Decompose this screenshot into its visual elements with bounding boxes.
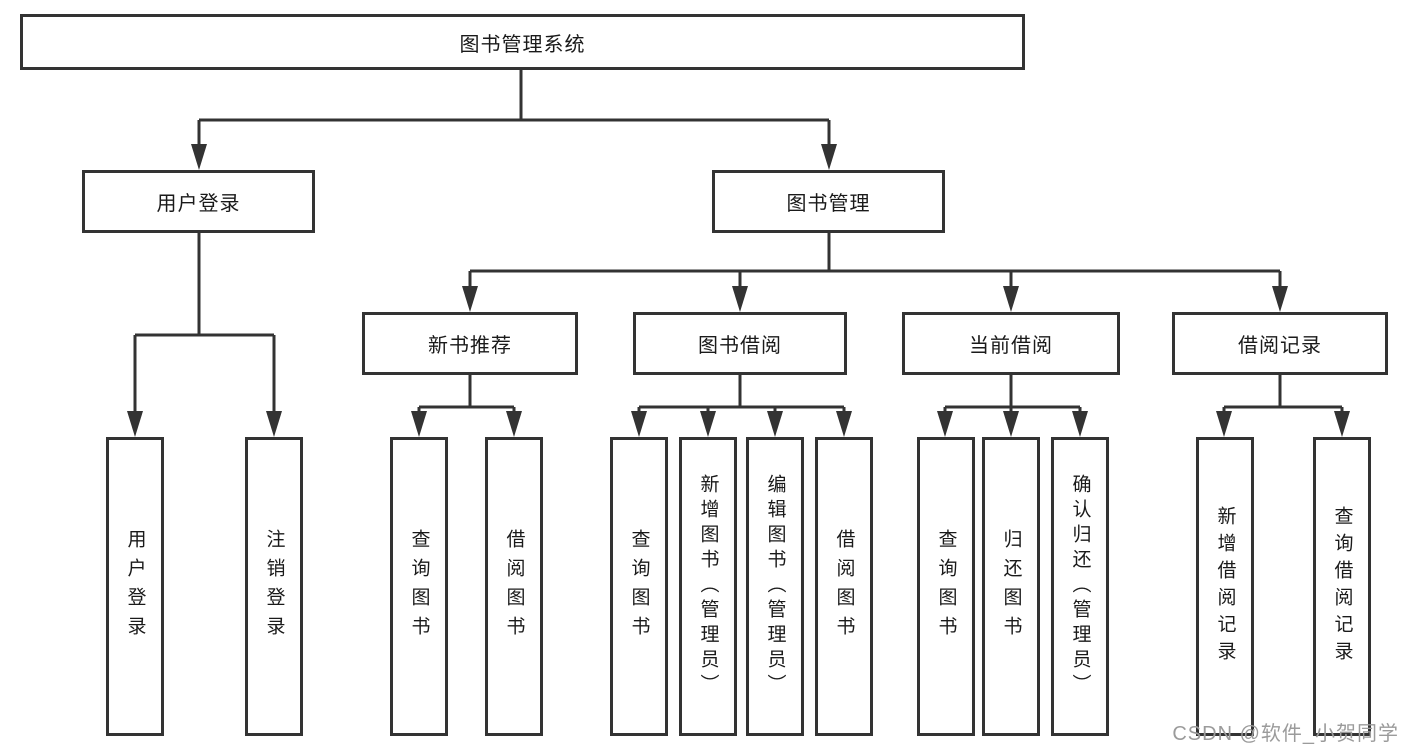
leaf-bb-add-books-admin-label: 新增图书（管理员） <box>697 474 719 699</box>
node-borrow-records-label: 借阅记录 <box>1238 335 1322 357</box>
leaf-cb-query-books-label: 查询图书 <box>935 528 957 645</box>
node-book-management: 图书管理 <box>712 170 945 233</box>
node-root: 图书管理系统 <box>20 14 1025 70</box>
leaf-bb-query-books: 查询图书 <box>610 437 668 736</box>
connector-book-management <box>468 233 1282 288</box>
connector-user-login <box>133 233 276 413</box>
leaf-br-query-record-label: 查询借阅记录 <box>1331 505 1353 668</box>
leaf-nb-query-books: 查询图书 <box>390 437 448 736</box>
leaf-user-login-label: 用户登录 <box>124 528 146 645</box>
leaf-nb-borrow-books: 借阅图书 <box>485 437 543 736</box>
node-book-management-label: 图书管理 <box>786 193 871 215</box>
leaf-nb-borrow-books-label: 借阅图书 <box>503 528 525 645</box>
leaf-bb-borrow-books: 借阅图书 <box>815 437 873 736</box>
leaf-br-add-record-label: 新增借阅记录 <box>1214 505 1236 668</box>
node-current-borrow: 当前借阅 <box>902 312 1120 375</box>
node-current-borrow-label: 当前借阅 <box>969 335 1053 357</box>
node-user-login: 用户登录 <box>82 170 315 233</box>
connector-new-book-recommend <box>417 375 516 413</box>
leaf-nb-query-books-label: 查询图书 <box>408 528 430 645</box>
arrowheads <box>127 144 1350 437</box>
leaf-bb-add-books-admin: 新增图书（管理员） <box>679 437 737 736</box>
leaf-cb-return-books-label: 归还图书 <box>1000 528 1022 645</box>
node-book-borrow-label: 图书借阅 <box>698 335 782 357</box>
leaf-br-query-record: 查询借阅记录 <box>1313 437 1371 736</box>
leaf-user-login: 用户登录 <box>106 437 164 736</box>
node-book-borrow: 图书借阅 <box>633 312 847 375</box>
leaf-br-add-record: 新增借阅记录 <box>1196 437 1254 736</box>
leaf-bb-edit-books-admin: 编辑图书（管理员） <box>746 437 804 736</box>
leaf-logout: 注销登录 <box>245 437 303 736</box>
connector-current-borrow <box>943 375 1082 413</box>
node-root-label: 图书管理系统 <box>459 33 586 56</box>
leaf-bb-query-books-label: 查询图书 <box>628 528 650 645</box>
csdn-watermark: CSDN @软件_小贺同学 <box>1172 723 1399 745</box>
node-new-book-recommend: 新书推荐 <box>362 312 578 375</box>
leaf-cb-confirm-return-admin-label: 确认归还（管理员） <box>1069 474 1091 699</box>
node-user-login-label: 用户登录 <box>156 193 241 215</box>
node-new-book-recommend-label: 新书推荐 <box>428 335 512 357</box>
leaf-bb-edit-books-admin-label: 编辑图书（管理员） <box>764 474 786 699</box>
leaf-cb-query-books: 查询图书 <box>917 437 975 736</box>
leaf-cb-confirm-return-admin: 确认归还（管理员） <box>1051 437 1109 736</box>
leaf-bb-borrow-books-label: 借阅图书 <box>833 528 855 645</box>
leaf-logout-label: 注销登录 <box>263 528 285 645</box>
node-borrow-records: 借阅记录 <box>1172 312 1388 375</box>
connector-borrow-records <box>1222 375 1344 413</box>
connector-book-borrow <box>637 375 846 413</box>
leaf-cb-return-books: 归还图书 <box>982 437 1040 736</box>
